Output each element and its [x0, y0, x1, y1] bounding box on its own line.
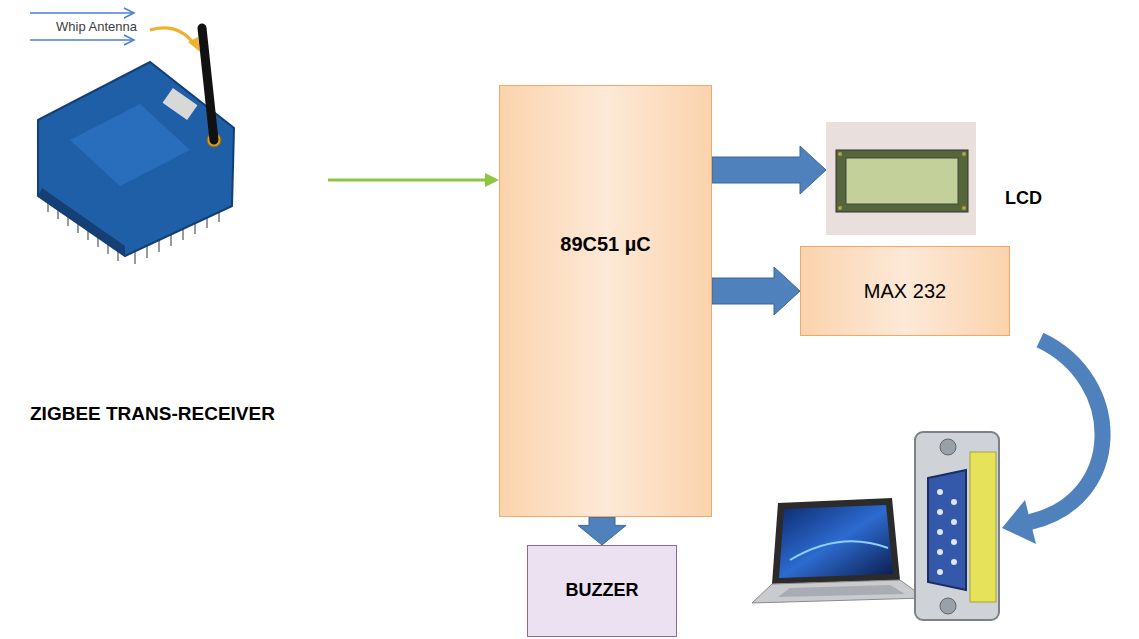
laptop-picture [752, 498, 925, 603]
lcd-display: LCD [826, 120, 1052, 236]
block-arrow [578, 517, 626, 545]
node-text: ZIGBEE TRANS-RECEIVER [30, 403, 275, 426]
node-text: BUZZER [566, 580, 639, 602]
part-label: Whip Antenna [56, 19, 137, 34]
lcd-picture [826, 122, 976, 235]
connector-arrow [328, 173, 499, 187]
connector-arrow [712, 146, 826, 194]
block-arrow [712, 267, 800, 315]
connector-arrow [712, 267, 800, 315]
node-text: 89C51 µC [560, 232, 650, 256]
db9-connector [915, 432, 999, 620]
microcontroller-box: 89C51 µC [499, 85, 712, 517]
connector-line [328, 179, 486, 182]
transceiver-module: ZIGBEE TRANS-RECEIVER [28, 8, 328, 428]
connector-arrow [578, 517, 626, 545]
node-text: LCD [1005, 188, 1042, 210]
serial-arrow [1002, 340, 1103, 544]
pointer-arrow [150, 28, 200, 52]
node-text: MAX 232 [864, 279, 946, 303]
level-shifter-box: MAX 232 [800, 246, 1010, 336]
arrow-head [485, 173, 499, 187]
buzzer-box: BUZZER [527, 545, 677, 637]
xbee-module [38, 28, 234, 264]
block-arrow [712, 146, 826, 194]
